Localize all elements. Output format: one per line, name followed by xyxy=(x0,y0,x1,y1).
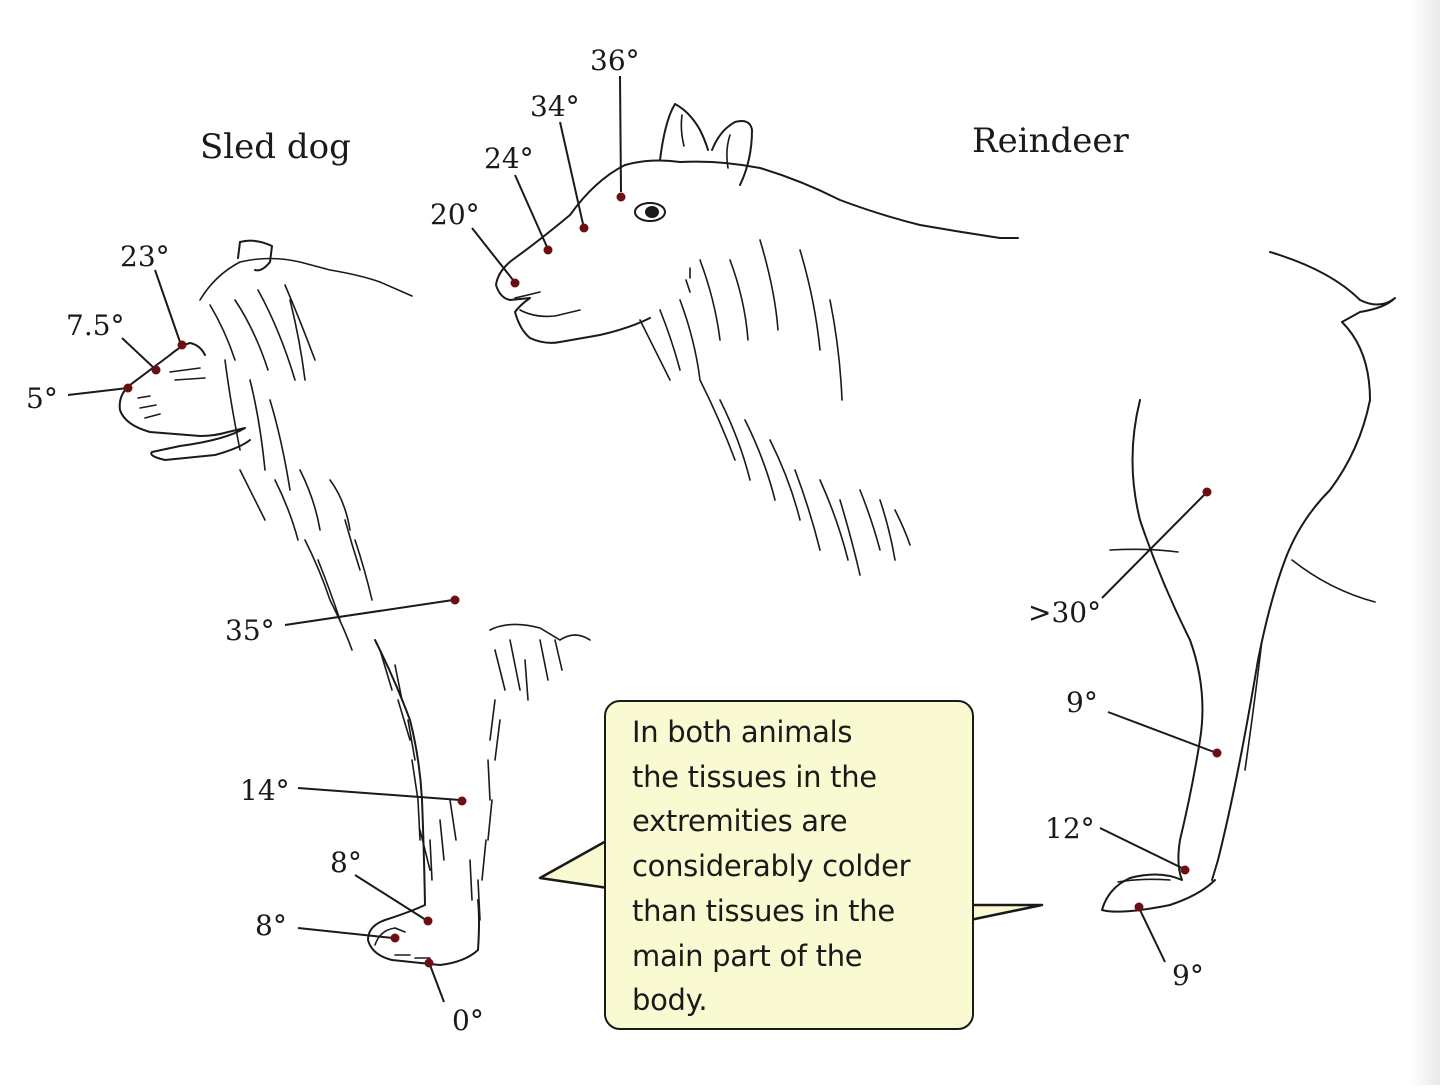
reindeer-leg-detail xyxy=(1109,548,1376,883)
dot-chest xyxy=(450,595,460,605)
leader-upper-leg xyxy=(1101,493,1206,599)
temp-brow: 23° xyxy=(120,240,170,273)
dog-foreleg-front xyxy=(367,639,480,966)
dot-nose-bridge xyxy=(543,245,553,255)
dot-foreleg xyxy=(457,796,467,806)
dot-forehead-low xyxy=(579,223,589,233)
leader-nose-bridge xyxy=(514,174,548,248)
reindeer-head-outline xyxy=(495,164,651,344)
reindeer-neck-fur xyxy=(639,239,911,576)
reindeer-eye xyxy=(634,202,666,222)
temp-ankle: 8° xyxy=(330,846,362,879)
reindeer-ear-right xyxy=(711,120,753,186)
dot-pad xyxy=(424,958,434,968)
page-edge-shadow xyxy=(1410,0,1440,1085)
sled-dog-drawing xyxy=(118,239,591,966)
callout-line: considerably colder xyxy=(632,849,911,884)
callout-line: main part of the xyxy=(632,938,863,973)
dot-muzzle xyxy=(151,365,161,375)
leader-toe xyxy=(297,927,394,939)
dot-lower-leg xyxy=(1212,748,1222,758)
leader-ankle xyxy=(354,874,427,921)
temp-nose-bridge: 24° xyxy=(484,142,534,175)
dog-paw-detail xyxy=(374,927,431,959)
reindeer-pupil xyxy=(645,206,659,218)
reindeer-drawing xyxy=(495,103,1396,913)
dot-lip xyxy=(510,278,520,288)
dog-mane-fur xyxy=(199,257,413,651)
sled-dog-markers xyxy=(67,269,467,1003)
reindeer-rear-leg xyxy=(1211,321,1371,881)
temp-nose-tip: 5° xyxy=(26,382,58,415)
dot-nose-tip xyxy=(123,383,133,393)
callout-pointer-right xyxy=(969,903,1044,922)
dog-muzzle-fur xyxy=(137,367,206,419)
reindeer-mouth-line xyxy=(514,291,581,318)
leader-fetlock xyxy=(1099,827,1183,869)
leader-forehead-high xyxy=(619,75,622,193)
leader-nose-tip xyxy=(67,387,129,396)
callout-line: extremities are xyxy=(632,804,848,839)
temp-lower-leg: 9° xyxy=(1066,686,1098,719)
leader-hoof xyxy=(1139,909,1166,963)
dog-foreleg-fur xyxy=(379,623,591,921)
temp-hoof: 9° xyxy=(1172,959,1204,992)
callout-line: the tissues in the xyxy=(632,759,877,794)
reindeer-labels: 20° 24° 34° 36° >30° 9° 12° 9° xyxy=(430,44,1204,992)
dot-upper-leg xyxy=(1202,487,1212,497)
leader-lower-leg xyxy=(1107,711,1215,753)
callout-pointer-left xyxy=(538,838,609,890)
reindeer-ear-inner xyxy=(680,114,731,169)
temp-lip: 20° xyxy=(430,198,480,231)
reindeer-back xyxy=(1269,251,1396,323)
dot-fetlock xyxy=(1180,865,1190,875)
leader-chest xyxy=(284,599,454,626)
temp-chest: 35° xyxy=(225,614,275,647)
sled-dog-title: Sled dog xyxy=(200,127,351,167)
temp-toe: 8° xyxy=(255,909,287,942)
dot-forehead-high xyxy=(616,192,626,202)
leader-brow xyxy=(154,269,181,343)
dot-toe xyxy=(390,933,400,943)
temp-forehead-high: 36° xyxy=(590,44,640,77)
reindeer-foreleg xyxy=(1101,399,1216,913)
callout-text: In both animals the tissues in the extre… xyxy=(632,710,962,1023)
leader-muzzle xyxy=(121,337,155,369)
dog-head-outline xyxy=(118,384,251,461)
sled-dog-labels: 5° 7.5° 23° 35° 14° 8° 8° 0° xyxy=(26,240,484,1037)
callout-line: than tissues in the xyxy=(632,893,895,928)
reindeer-markers xyxy=(471,75,1222,963)
temp-upper-leg: >30° xyxy=(1028,596,1101,629)
callout-line: In both animals xyxy=(632,715,853,749)
temp-fetlock: 12° xyxy=(1045,812,1095,845)
temp-foreleg: 14° xyxy=(240,774,290,807)
reindeer-ear-left xyxy=(659,103,709,161)
callout-box xyxy=(604,700,974,1030)
dot-ankle xyxy=(423,916,433,926)
reindeer-title: Reindeer xyxy=(972,121,1129,161)
temp-pad: 0° xyxy=(452,1004,484,1037)
reindeer-forehead xyxy=(624,159,1019,239)
dog-ear xyxy=(237,239,273,272)
callout-line: body. xyxy=(632,983,708,1018)
leader-pad xyxy=(429,964,445,1003)
temp-muzzle: 7.5° xyxy=(66,309,125,342)
leader-foreleg xyxy=(297,787,461,801)
leader-lip xyxy=(471,227,514,281)
leader-forehead-low xyxy=(559,121,584,225)
dot-hoof xyxy=(1134,902,1144,912)
dot-brow xyxy=(177,340,187,350)
temp-forehead-low: 34° xyxy=(530,90,580,123)
